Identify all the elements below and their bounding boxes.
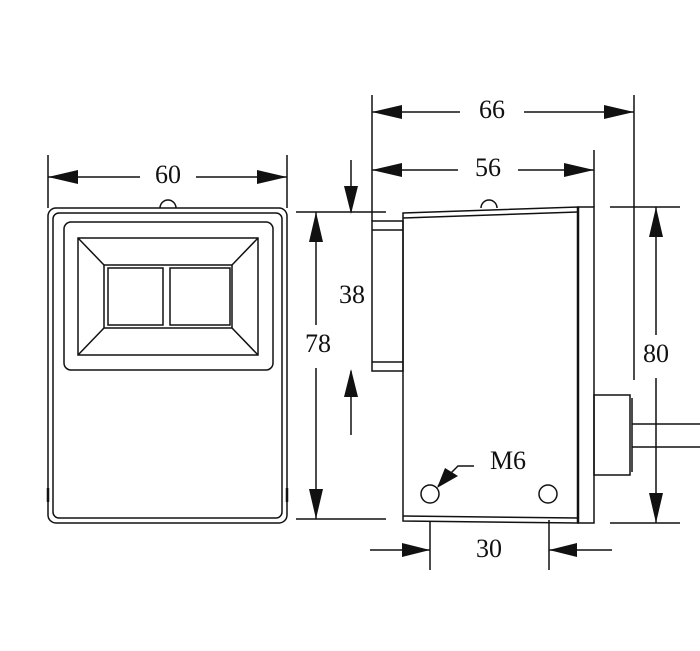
dimension-label-front-height: 78	[305, 329, 331, 358]
mounting-hole-right	[538, 484, 558, 504]
display-digit-left	[107, 267, 164, 326]
dimension-label-overall-depth: 66	[479, 95, 505, 124]
dimension-80: 80	[610, 206, 680, 524]
window-frame	[63, 221, 274, 371]
dimension-30: 30	[370, 520, 612, 570]
front-view	[46, 199, 289, 524]
side-body	[402, 206, 579, 524]
dimension-label-body-depth: 56	[475, 153, 501, 182]
display-area	[103, 264, 233, 329]
display-digit-right	[169, 267, 231, 326]
dimension-label-side-height: 80	[643, 339, 669, 368]
cable-connector	[593, 394, 631, 476]
dimension-38: 38	[339, 160, 365, 435]
front-plate	[577, 206, 595, 524]
mounting-hole-left	[420, 484, 440, 504]
front-outer-housing	[47, 207, 288, 524]
dimension-56: 56	[372, 150, 595, 207]
window-bezel	[77, 237, 259, 356]
rear-protrusion	[371, 220, 404, 372]
dimension-label-width: 60	[155, 160, 181, 189]
top-knob-side	[480, 199, 498, 209]
bezel-bevels	[77, 237, 259, 356]
dimension-60: 60	[47, 155, 288, 208]
dimension-78: 78	[296, 211, 386, 520]
front-inner-housing	[52, 212, 283, 519]
side-marks	[46, 488, 289, 502]
top-knob	[159, 199, 177, 209]
cable	[631, 398, 700, 472]
dimension-label-protrusion: 38	[339, 280, 365, 309]
thread-label: M6	[490, 446, 526, 475]
side-view: M6	[371, 199, 700, 524]
dimension-label-hole-spacing: 30	[476, 534, 502, 563]
dimension-66: 66	[371, 95, 635, 380]
